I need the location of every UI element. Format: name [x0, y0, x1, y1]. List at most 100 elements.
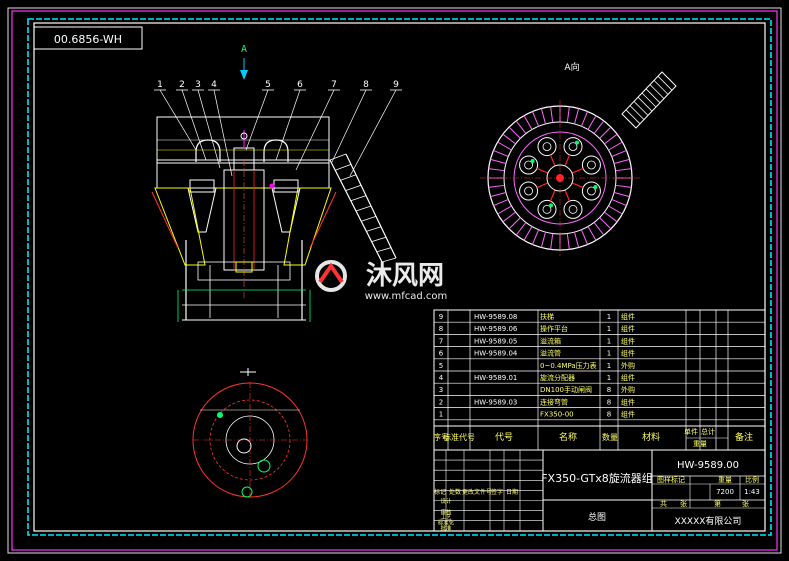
bom-row: 4 HW-9589.01 旋流分配器 1 组件 — [439, 373, 635, 382]
drawing-number: HW-9589.00 — [677, 460, 739, 471]
bom-cell-note: 组件 — [621, 373, 635, 382]
bom-cell-note: 组件 — [621, 397, 635, 406]
bom-cell-code: HW-9589.06 — [474, 325, 518, 333]
bom-cell-name: 溢流箱 — [540, 336, 561, 345]
ladder-rungs — [329, 153, 397, 263]
bom-cell-qty: 1 — [607, 374, 611, 382]
bom-cell-code: HW-9589.05 — [474, 337, 517, 345]
sheet-total-label: 共 — [660, 499, 667, 508]
bom-cell-code: HW-9589.08 — [474, 313, 517, 321]
bom-cell-no: 1 — [439, 411, 443, 419]
bom-cell-qty: 8 — [607, 386, 611, 394]
tb-label: 日期 — [506, 488, 518, 496]
tb-role: 批准 — [440, 524, 452, 532]
bom-grid — [434, 310, 765, 450]
view-name: 总图 — [588, 511, 606, 523]
bom-cell-note: 组件 — [621, 336, 635, 345]
tb-label: 标记 — [434, 488, 446, 496]
bom-row: 1 FX350-00 8 组件 — [439, 410, 635, 419]
bom-cell-no: 6 — [439, 350, 444, 358]
tb-role: 工艺 — [440, 514, 452, 521]
callout-8: 8 — [363, 80, 369, 90]
bom-cell-qty: 1 — [607, 325, 611, 333]
hdr-total-top: 总计 — [701, 427, 715, 436]
bom-cell-name: 扶梯 — [540, 312, 554, 321]
bom-cell-code: HW-9589.04 — [474, 350, 518, 358]
bom-cell-name: 旋流分配器 — [540, 373, 575, 382]
drawing-title: FX350-GTx8旋流器组 — [541, 471, 653, 485]
stage-label: 图样标记 — [657, 475, 685, 484]
ladder-top — [625, 75, 673, 125]
bom-cell-note: 外购 — [621, 361, 635, 370]
scale-label: 比例 — [745, 475, 759, 484]
bom-cell-code: HW-9589.01 — [474, 374, 517, 382]
sheet-no-label: 第 — [714, 499, 721, 508]
bom-cell-no: 2 — [439, 398, 443, 406]
bom-cell-qty: 1 — [607, 362, 611, 370]
tb-label: 签字 — [491, 488, 503, 496]
hdr-unit-top: 单件 — [684, 427, 698, 436]
callout-5: 5 — [265, 80, 271, 90]
bom-cell-name: 连接弯管 — [540, 397, 568, 406]
mirrored-code: 00.6856-WH — [54, 33, 122, 46]
hdr-code: 代号 — [495, 432, 513, 443]
bom-cell-qty: 1 — [607, 350, 611, 358]
scale-value: 1:43 — [744, 488, 760, 496]
hdr-name: 名称 — [559, 431, 577, 443]
inner-frame-cyan — [27, 18, 772, 536]
bom-cell-no: 8 — [439, 325, 443, 333]
title-left-labels: 标记处数更改文件号签字日期设计审核工艺标准化批准 — [434, 488, 518, 532]
company-name: XXXXX有限公司 — [675, 515, 742, 527]
title-left-grid — [434, 450, 543, 531]
bom-cell-no: 5 — [439, 362, 443, 370]
cyclones-top — [519, 137, 601, 219]
hdr-no: 序号 — [433, 432, 449, 442]
hdr-note: 备注 — [735, 431, 753, 443]
bom-row: 5 0~0.4MPa压力表 1 外购 — [439, 361, 635, 370]
bom-cell-name: DN100手动闸阀 — [540, 385, 592, 394]
bom-cell-qty: 8 — [607, 398, 611, 406]
hdr-std: 标准代号 — [443, 432, 475, 442]
weight-value: 7200 — [716, 488, 734, 496]
watermark-url: www.mfcad.com — [365, 291, 448, 302]
section-view — [192, 368, 308, 500]
tb-role: 标准化 — [438, 519, 455, 527]
hdr-unit-bot: 重量 — [693, 440, 707, 448]
bom-cell-qty: 8 — [607, 411, 611, 419]
sheet-total-zhang: 张 — [680, 499, 687, 508]
bom-cell-no: 4 — [439, 374, 444, 382]
sheet-no-zhang: 张 — [742, 499, 749, 508]
bom-cell-note: 外购 — [621, 385, 635, 394]
callout-6: 6 — [297, 80, 303, 90]
bom-cell-name: 0~0.4MPa压力表 — [540, 361, 597, 370]
sheet-border — [11, 10, 778, 551]
top-view-a: A向 — [480, 61, 677, 256]
code-box: 00.6856-WH — [33, 26, 143, 50]
tb-label: 处数 — [449, 488, 461, 496]
callout-4: 4 — [211, 80, 217, 90]
callout-2: 2 — [179, 80, 185, 90]
bom-cell-no: 3 — [439, 386, 443, 394]
bom-cell-name: 操作平台 — [540, 324, 568, 333]
bom-cell-no: 9 — [439, 313, 443, 321]
tb-role: 审核 — [440, 508, 452, 516]
bom-cell-name: FX350-00 — [540, 411, 574, 419]
watermark-text: 沐风网 — [366, 261, 444, 291]
view-label-a: A — [241, 44, 247, 55]
outer-border — [7, 7, 782, 554]
title-block: FX350-GTx8旋流器组 HW-9589.00 总图 XXXXX有限公司 图… — [433, 449, 766, 532]
tb-label: 更改文件号 — [462, 488, 492, 496]
tb-role: 设计 — [440, 497, 452, 505]
bom-cell-qty: 1 — [607, 337, 611, 345]
callout-7: 7 — [331, 80, 337, 90]
bom-cell-note: 组件 — [621, 410, 635, 419]
weight-label: 重量 — [718, 476, 732, 484]
